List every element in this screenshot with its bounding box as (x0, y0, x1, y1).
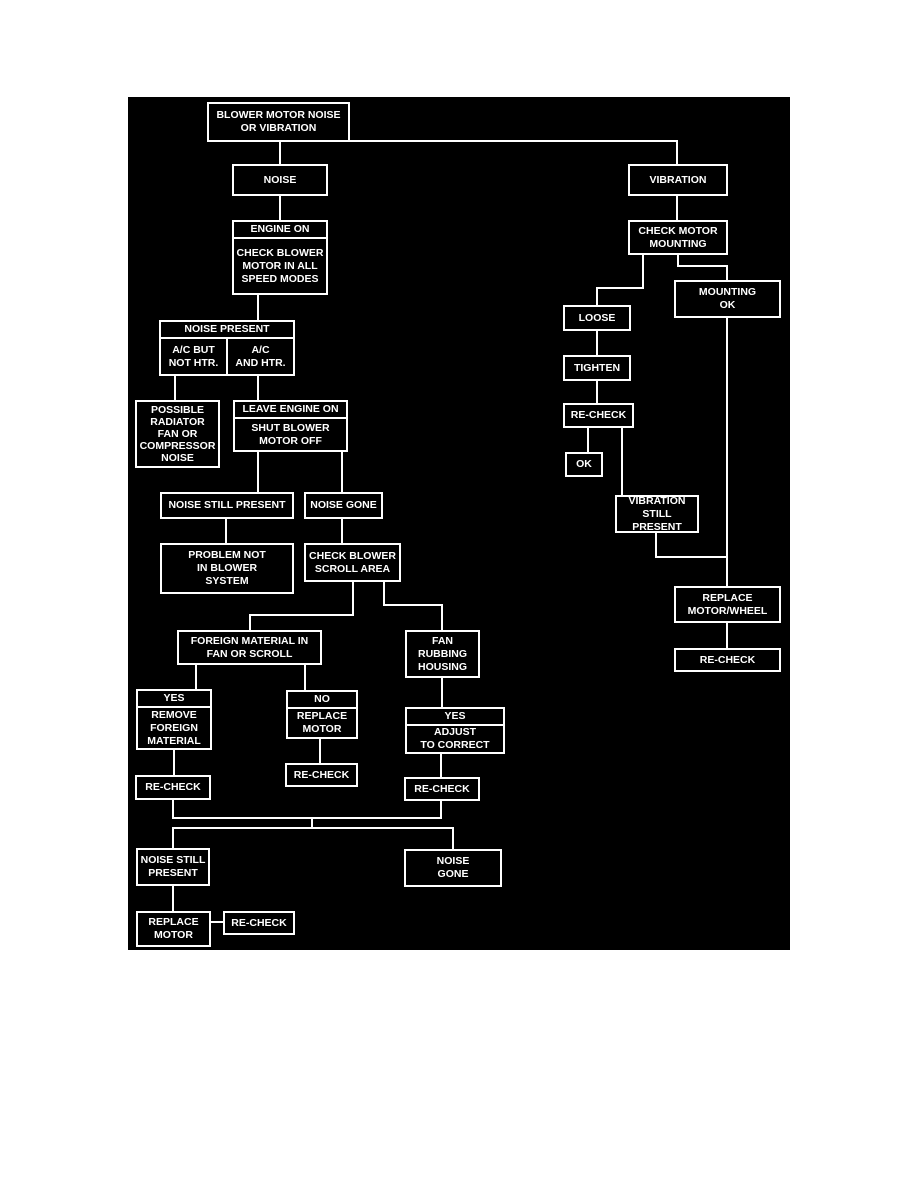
check-blower-modes-label: CHECK BLOWER MOTOR IN ALL SPEED MODES (236, 246, 324, 285)
vibration-box: VIBRATION (628, 164, 728, 196)
recheck-label: RE-CHECK (231, 916, 287, 929)
recheck-box: RE-CHECK (285, 763, 358, 787)
noise-still-present-box: NOISE STILL PRESENT (160, 492, 294, 519)
engine-on-label: ENGINE ON (234, 222, 326, 239)
loose-label: LOOSE (578, 311, 616, 324)
vibration-label: VIBRATION (649, 173, 707, 186)
mounting-ok-label: MOUNTING OK (698, 286, 757, 311)
yes-remove-box: YES REMOVE FOREIGN MATERIAL (136, 689, 212, 750)
possible-radiator-box: POSSIBLE RADIATOR FAN OR COMPRESSOR NOIS… (135, 400, 220, 468)
yes-adjust-box: YES ADJUST TO CORRECT (405, 707, 505, 754)
noise-still-present-final-box: NOISE STILL PRESENT (136, 848, 210, 886)
recheck-box: RE-CHECK (674, 648, 781, 672)
noise-box: NOISE (232, 164, 328, 196)
connector (655, 533, 727, 558)
recheck-box: RE-CHECK (563, 403, 634, 428)
tighten-box: TIGHTEN (563, 355, 631, 381)
noise-gone-label: NOISE GONE (310, 499, 377, 511)
connector (383, 582, 443, 630)
problem-not-box: PROBLEM NOT IN BLOWER SYSTEM (160, 543, 294, 594)
mounting-ok-box: MOUNTING OK (674, 280, 781, 318)
noise-still-present-label: NOISE STILL PRESENT (140, 854, 206, 879)
possible-radiator-label: POSSIBLE RADIATOR FAN OR COMPRESSOR NOIS… (139, 404, 216, 464)
noise-gone-box: NOISE GONE (304, 492, 383, 519)
replace-motor-final-box: REPLACE MOTOR (136, 911, 211, 947)
recheck-label: RE-CHECK (293, 768, 350, 781)
recheck-box: RE-CHECK (223, 911, 295, 935)
no-label: NO (288, 692, 356, 709)
connector (350, 140, 678, 164)
check-scroll-label: CHECK BLOWER SCROLL AREA (309, 549, 396, 575)
no-replace-box: NO REPLACE MOTOR (286, 690, 358, 739)
replace-motor-label: REPLACE MOTOR (148, 916, 199, 941)
engine-on-box: ENGINE ON CHECK BLOWER MOTOR IN ALL SPEE… (232, 220, 328, 295)
leave-engine-on-label: LEAVE ENGINE ON (235, 402, 346, 419)
noise-gone-final-box: NOISE GONE (404, 849, 502, 887)
check-mounting-label: CHECK MOTOR MOUNTING (638, 224, 718, 250)
yes-label: YES (138, 691, 210, 708)
recheck-label: RE-CHECK (145, 781, 201, 793)
replace-motor-wheel-label: REPLACE MOTOR/WHEEL (687, 591, 768, 617)
start-label: BLOWER MOTOR NOISE OR VIBRATION (216, 109, 341, 134)
remove-foreign-label: REMOVE FOREIGN MATERIAL (147, 708, 201, 747)
yes-label: YES (407, 709, 503, 726)
connector (172, 800, 442, 819)
vibration-still-box: VIBRATION STILL PRESENT (615, 495, 699, 533)
replace-motor-wheel-box: REPLACE MOTOR/WHEEL (674, 586, 781, 623)
problem-not-label: PROBLEM NOT IN BLOWER SYSTEM (188, 549, 266, 587)
connector (596, 255, 644, 305)
fan-rubbing-label: FAN RUBBING HOUSING (417, 634, 467, 673)
recheck-box: RE-CHECK (404, 777, 480, 801)
replace-motor-label: REPLACE MOTOR (296, 710, 348, 735)
loose-box: LOOSE (563, 305, 631, 331)
adjust-label: ADJUST TO CORRECT (420, 726, 490, 751)
noise-present-label: NOISE PRESENT (161, 322, 293, 339)
noise-present-box: NOISE PRESENT A/C BUT NOT HTR. A/C AND HT… (159, 320, 295, 376)
recheck-label: RE-CHECK (699, 653, 756, 666)
connector (172, 827, 454, 849)
check-mounting-box: CHECK MOTOR MOUNTING (628, 220, 728, 255)
fan-rubbing-box: FAN RUBBING HOUSING (405, 630, 480, 678)
recheck-label: RE-CHECK (414, 782, 470, 795)
foreign-material-box: FOREIGN MATERIAL IN FAN OR SCROLL (177, 630, 322, 665)
leave-engine-on-box: LEAVE ENGINE ON SHUT BLOWER MOTOR OFF (233, 400, 348, 452)
recheck-box: RE-CHECK (135, 775, 211, 800)
start-box: BLOWER MOTOR NOISE OR VIBRATION (207, 102, 350, 142)
noise-label: NOISE (263, 173, 297, 186)
tighten-label: TIGHTEN (573, 361, 621, 374)
ok-box: OK (565, 452, 603, 477)
connector (677, 255, 728, 280)
shut-blower-label: SHUT BLOWER MOTOR OFF (251, 421, 330, 447)
vibration-still-label: VIBRATION STILL PRESENT (628, 494, 686, 533)
foreign-material-label: FOREIGN MATERIAL IN FAN OR SCROLL (190, 634, 309, 660)
connector (249, 582, 354, 630)
ac-not-htr-label: A/C BUT NOT HTR. (168, 343, 219, 369)
recheck-label: RE-CHECK (570, 409, 627, 421)
check-scroll-box: CHECK BLOWER SCROLL AREA (304, 543, 401, 582)
noise-still-present-label: NOISE STILL PRESENT (168, 499, 286, 511)
ok-label: OK (576, 458, 592, 470)
ac-and-htr-label: A/C AND HTR. (226, 339, 293, 374)
noise-gone-label: NOISE GONE (436, 855, 470, 880)
